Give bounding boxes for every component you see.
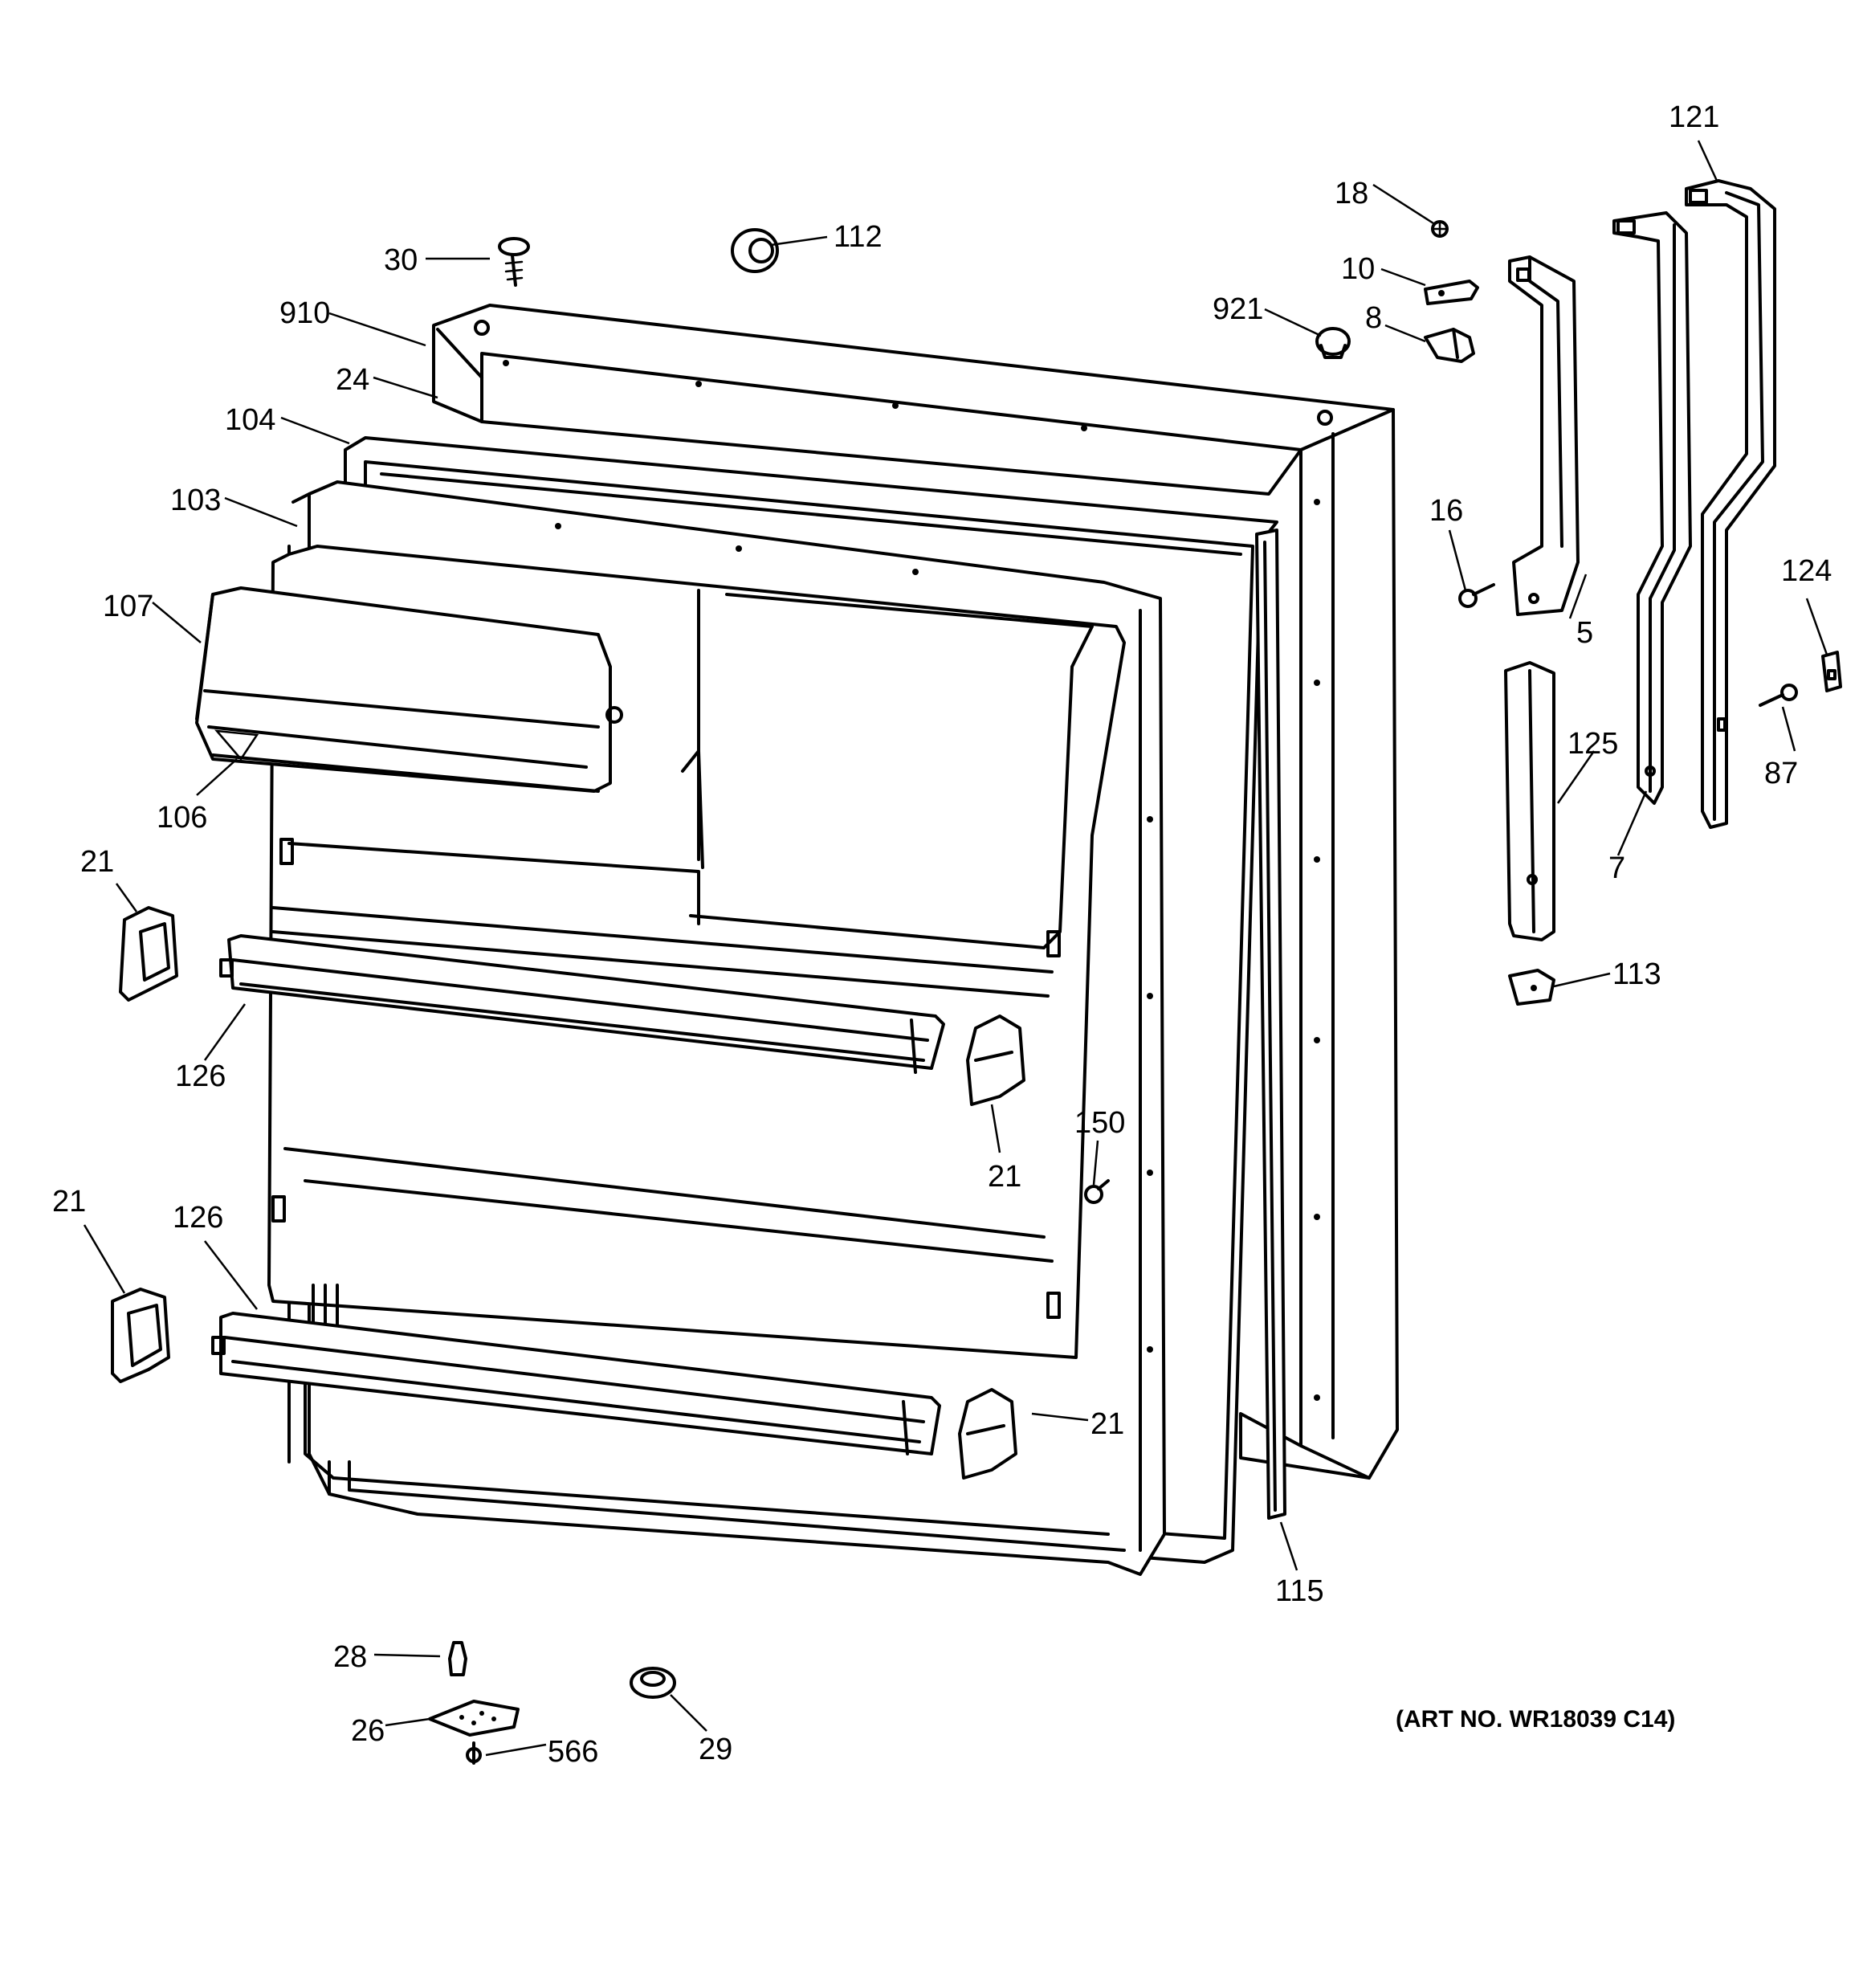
callout-21-right-upper: 21 (988, 1160, 1021, 1194)
plug-921 (1315, 327, 1351, 359)
callout-126-lower: 126 (173, 1201, 223, 1235)
screw-150 (1084, 1179, 1110, 1204)
callout-115: 115 (1275, 1574, 1324, 1608)
screw-18 (1431, 220, 1449, 238)
callout-104: 104 (225, 403, 275, 437)
callout-112: 112 (834, 220, 883, 254)
callout-106: 106 (157, 801, 207, 835)
callout-29: 29 (699, 1733, 732, 1766)
callout-107: 107 (103, 590, 153, 623)
callout-24: 24 (336, 363, 369, 397)
callout-8: 8 (1365, 301, 1382, 335)
screw-566 (466, 1741, 482, 1765)
callout-125: 125 (1567, 727, 1618, 761)
callout-5: 5 (1576, 616, 1593, 650)
screw-30 (498, 237, 530, 287)
shelf-bar-126-lower (211, 1312, 941, 1455)
handle-bar-121 (1685, 179, 1776, 829)
callout-10: 10 (1341, 252, 1375, 286)
handle-5 (1508, 255, 1580, 616)
callout-87: 87 (1764, 757, 1798, 790)
shelf-end-cap-21-left-upper (119, 906, 178, 1002)
shelf-end-cap-21-right-upper (966, 1014, 1025, 1106)
callout-30: 30 (384, 243, 418, 277)
block-113 (1508, 969, 1555, 1006)
callout-7: 7 (1608, 851, 1625, 885)
channel-125 (1504, 661, 1555, 941)
handle-bar-7 (1612, 211, 1692, 805)
pin-28 (448, 1641, 467, 1676)
callout-16: 16 (1429, 494, 1463, 528)
plug-112 (731, 228, 779, 273)
shelf-bar-126-upper (219, 934, 945, 1074)
clip-124 (1821, 651, 1842, 692)
callout-21-left-lower: 21 (52, 1185, 86, 1219)
shelf-end-cap-21-left-lower (111, 1288, 170, 1383)
callout-26: 26 (351, 1714, 385, 1748)
callout-150: 150 (1074, 1106, 1125, 1140)
trim-strip-115 (1255, 529, 1286, 1520)
callout-labels: 30 112 910 24 104 103 107 106 21 126 21 … (52, 100, 1832, 1769)
callout-910: 910 (279, 296, 330, 330)
callout-28: 28 (333, 1640, 367, 1674)
art-number: (ART NO. WR18039 C14) (1396, 1706, 1675, 1733)
shelf-end-cap-21-right-lower (958, 1388, 1017, 1480)
screw-87 (1759, 684, 1798, 707)
callout-21-left-upper: 21 (80, 845, 114, 879)
callout-566: 566 (548, 1735, 598, 1769)
callout-921: 921 (1213, 292, 1263, 326)
leader-lines (83, 140, 1828, 1757)
grommet-29 (630, 1667, 676, 1699)
callout-113: 113 (1612, 957, 1661, 991)
screw-16 (1458, 583, 1495, 608)
dairy-compartment-107 (195, 586, 623, 793)
callout-124: 124 (1781, 554, 1832, 588)
outer-door-panel-910 (432, 304, 1399, 1480)
callout-126-upper: 126 (175, 1059, 226, 1093)
callout-103: 103 (170, 484, 221, 517)
callout-21-right-lower: 21 (1090, 1407, 1124, 1441)
hinge-cover-8 (1424, 328, 1475, 363)
callout-18: 18 (1335, 177, 1368, 210)
plate-26 (428, 1700, 520, 1737)
callout-121: 121 (1669, 100, 1719, 134)
bracket-10 (1424, 280, 1479, 305)
